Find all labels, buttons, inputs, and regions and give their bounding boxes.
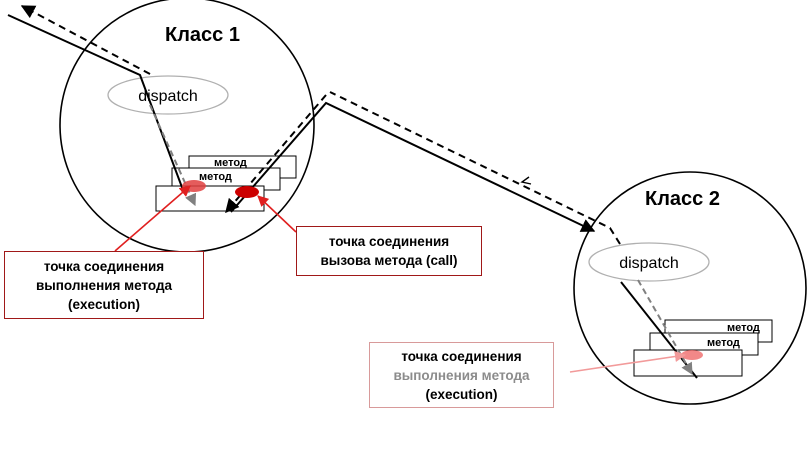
callout-exec-2-line-3: (execution) (425, 387, 498, 402)
class1-call-joinpoint (235, 186, 259, 198)
callout-call-arrow (257, 195, 297, 233)
class2-method-label-2: метод (707, 337, 740, 349)
callout-exec-1-line-3: (execution) (67, 297, 140, 312)
callout-exec-2-arrow (569, 350, 687, 373)
class2-title: Класс 2 (645, 188, 720, 210)
class1-title: Класс 1 (165, 24, 240, 46)
class2-execution-joinpoint (681, 350, 703, 360)
return-flow-dashed-to-class1 (225, 94, 327, 214)
callout-call-line-2: вызова метода (call) (320, 253, 458, 268)
class1-method-label-1: метод (214, 157, 247, 169)
class2-dispatch-label: dispatch (619, 255, 679, 272)
callout-exec-2-line-1: точка соединения (401, 349, 522, 364)
callout-call-line-1: точка соединения (328, 234, 450, 249)
return-flow-dashed-from-class2 (329, 91, 621, 245)
callout-call-joinpoint: точка соединения вызова метода (call) (296, 226, 482, 276)
callout-exec-1-arrow (114, 185, 191, 252)
class1-dispatch-ellipse (107, 75, 229, 115)
callout-exec-2-line-2: выполнения метода (393, 368, 530, 383)
class2-method-label-1: метод (727, 322, 760, 334)
call-flow-solid (7, 14, 184, 191)
class1-method-label-2: метод (199, 171, 232, 183)
return-flow-open-arrowhead (520, 176, 532, 185)
return-flow-dashed-exit (20, 5, 151, 75)
class2-dispatch-ellipse (588, 242, 710, 282)
call-flow-solid-to-class2 (230, 101, 596, 232)
callout-exec-1-line-2: выполнения метода (35, 278, 173, 293)
class2-circle (573, 171, 807, 405)
callout-execution-joinpoint-class1: точка соединения выполнения метода (exec… (4, 251, 204, 319)
class1-dispatch-label: dispatch (138, 88, 198, 105)
callout-execution-joinpoint-class2: точка соединения выполнения метода (exec… (369, 342, 554, 408)
callout-exec-1-line-1: точка соединения (43, 259, 165, 274)
